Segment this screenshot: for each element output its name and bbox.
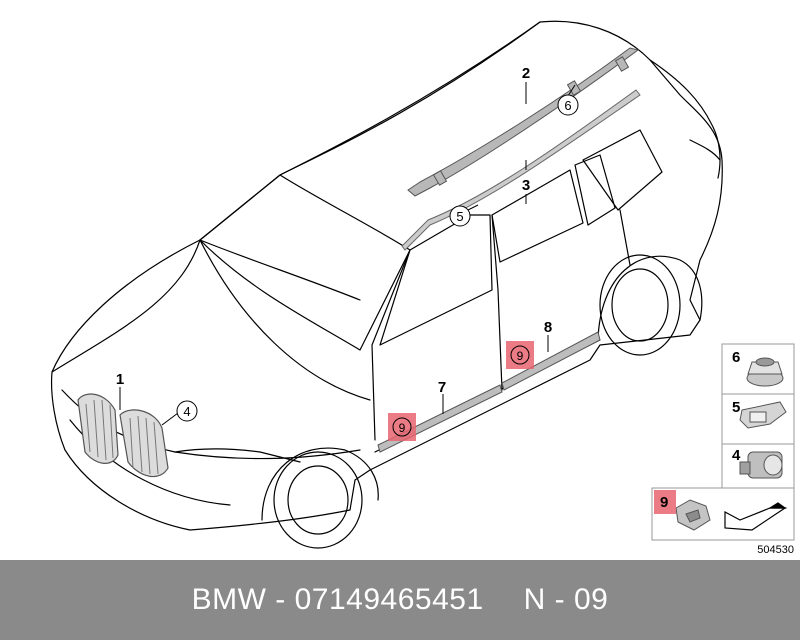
front-wheel-rim [287,465,349,535]
brand-label: BMW [191,583,267,616]
front-door-line [371,249,411,441]
rear-side-window [491,169,584,263]
callout-5-circle [449,205,471,227]
callout-1: 1 [116,371,124,388]
middle-door-line [491,214,503,391]
rear-end [649,59,721,179]
hood-line [199,239,371,401]
callout-7: 7 [438,379,446,396]
quarter-window-2 [574,154,616,226]
rear-wheel-rim [611,268,669,342]
callout-8: 8 [544,319,552,336]
car-illustration: 1 2 3 7 8 4 5 6 9 9 [50,20,795,556]
part-info-footer: BMW - 07149465451 N - 09 [0,560,800,640]
rear-wheel-arch [597,255,703,341]
callout-6: 6 [564,98,571,113]
hood [51,239,201,373]
roof-rail-foot-rear [566,80,582,96]
parts-legend [651,343,795,541]
callout-4-circle [176,400,198,422]
rear-wheel [599,254,681,356]
quarter-window [582,129,663,211]
callout-2: 2 [522,65,530,82]
plastic-clip-icon [675,499,711,531]
front-wheel [273,451,363,549]
headlight [174,448,301,463]
callout-5: 5 [456,209,463,224]
windshield-inner [199,239,361,301]
parts-diagram: 1 2 3 7 8 4 5 6 9 9 [50,20,795,556]
callout-3: 3 [522,177,530,194]
callout-9b: 9 [517,349,524,363]
callout-4: 4 [183,404,190,419]
clip-icon [739,401,787,429]
leader-6 [567,84,576,97]
legend-9-label: 9 [660,494,668,511]
arrow-shape-icon [724,502,787,531]
tail-light [689,139,721,161]
legend-5-label: 5 [732,399,740,416]
roof-rail-foot-front [432,170,448,186]
leader-4 [161,412,179,426]
leader-5 [467,204,479,211]
diagram-reference-number: 504530 [757,544,794,556]
legend-4-label: 4 [732,447,741,464]
roof-rail [407,47,640,197]
sensor-icon [739,451,783,479]
roof-rail-foot-end [614,56,630,72]
callout-6-circle [557,94,579,116]
windshield [199,174,411,351]
grille-right [119,409,169,478]
part-number: 07149465451 [294,583,484,616]
front-side-window [379,214,493,346]
rocker-trim-rear [501,331,601,391]
rear-door-line [619,209,631,266]
legend-9-highlight [654,490,676,514]
callout-9a: 9 [399,421,406,435]
diagram-position: N - 09 [523,583,609,616]
grille-left [77,393,119,464]
legend-6-label: 6 [732,349,740,366]
front-wheel-arch [261,447,379,521]
nut-icon [746,357,784,387]
roof-line [279,21,541,176]
